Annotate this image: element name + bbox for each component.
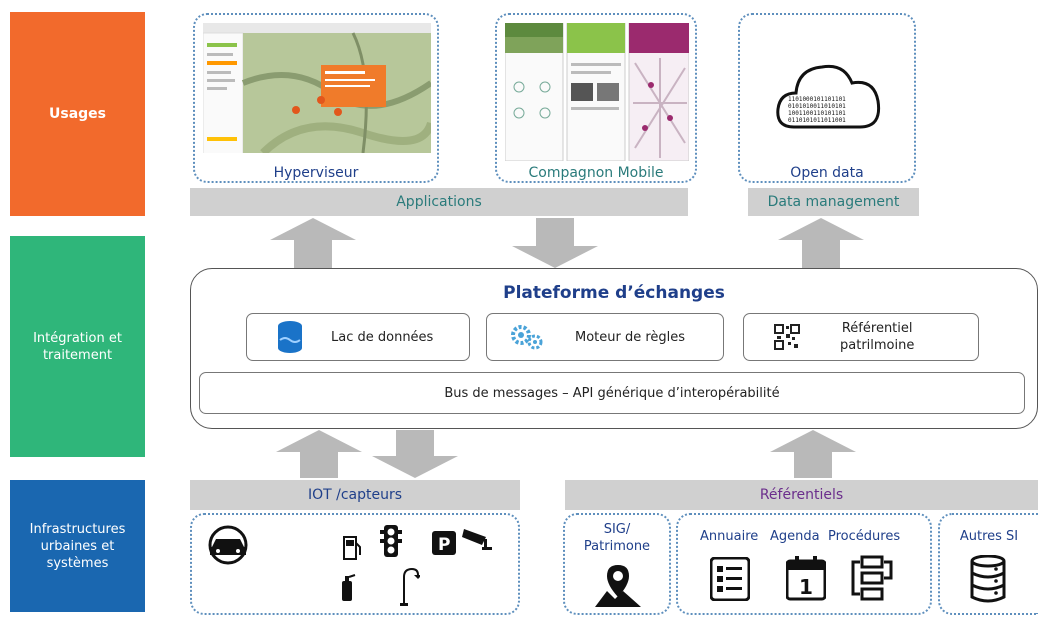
svg-text:0101010011010101: 0101010011010101 [788,103,846,110]
compagnon-mobile-screenshots [505,23,689,161]
bus-de-messages: Bus de messages – API générique d’intero… [199,372,1025,414]
hyperviseur-screenshot [203,23,431,163]
gears-icon [511,325,543,350]
arrow-down-iot [372,430,458,478]
iot-sensors-card: P [190,513,520,615]
sig-label: SIG/ Patrimone [583,522,651,554]
layer-integration: Intégration et traitement [10,236,145,457]
arrow-up-referentiels [770,430,856,478]
cloud-binary-icon: 1101000101101101 0101010011010101 100110… [776,64,881,129]
directory-list-icon [710,557,750,601]
referentiels-label: Référentiels [759,487,844,503]
sig-patrimone-card: SIG/ Patrimone [563,513,671,615]
autres-si-label: Autres SI [959,529,1019,544]
iot-capteurs-bar: IOT /capteurs [190,480,520,510]
map-pin-icon [595,565,641,607]
arrow-down-applications [512,218,598,268]
procedures-label: Procédures [828,529,901,544]
referentiel-label: Référentiel patrilmoine [840,321,915,353]
hyperviseur-card: Hyperviseur [193,13,439,183]
car-sensor-icon [208,525,248,565]
layer-infra-label: Infrastructures urbaines et systèmes [29,521,126,571]
module-moteur-de-regles: Moteur de règles [486,313,724,361]
compagnon-mobile-card: Compagnon Mobile [495,13,697,183]
layer-usages: Usages [10,12,145,216]
layer-infrastructures: Infrastructures urbaines et systèmes [10,480,145,612]
module-referentiel-patrimoine: Référentiel patrilmoine [743,313,979,361]
qr-code-icon [774,324,800,350]
lac-label: Lac de données [331,329,434,345]
open-data-caption: Open data [790,165,864,181]
calendar-day: 1 [799,575,813,599]
arrow-up-data-management [778,218,864,268]
data-management-label: Data management [767,194,900,210]
annuaire-label: Annuaire [700,529,759,544]
bus-label: Bus de messages – API générique d’intero… [444,385,780,401]
database-server-icon [970,555,1006,603]
agenda-label: Agenda [770,529,820,544]
fuel-pump-icon [343,536,361,560]
module-lac-de-donnees: Lac de données [246,313,470,361]
calendar-icon: 1 [786,556,826,601]
layer-usages-label: Usages [49,105,106,122]
fire-extinguisher-icon [342,574,356,601]
process-flow-icon [851,555,893,601]
applications-bar: Applications [190,188,688,216]
iot-label: IOT /capteurs [307,487,403,503]
street-lamp-icon [400,567,420,606]
layer-integration-label: Intégration et traitement [33,330,122,363]
svg-text:0110101011011001: 0110101011011001 [788,117,846,124]
annuaire-agenda-procedures-card: Annuaire Agenda Procédures 1 [676,513,932,615]
hyperviseur-caption: Hyperviseur [273,165,359,181]
database-icon [278,321,302,353]
arrow-up-iot [276,430,362,478]
cctv-camera-icon [462,529,492,550]
moteur-label: Moteur de règles [575,329,686,345]
compagnon-caption: Compagnon Mobile [528,165,664,181]
svg-text:1001100110101101: 1001100110101101 [788,110,846,117]
autres-si-card: Autres SI [938,513,1038,615]
svg-text:P: P [438,535,450,555]
svg-text:1101000101101101: 1101000101101101 [788,96,846,103]
traffic-light-icon [380,525,402,557]
platform-title: Plateforme d’échanges [503,283,725,303]
referentiels-bar: Référentiels [565,480,1038,510]
applications-label: Applications [396,194,482,210]
parking-icon: P [432,531,456,555]
data-management-bar: Data management [748,188,919,216]
arrow-up-applications [270,218,356,268]
open-data-card: 1101000101101101 0101010011010101 100110… [738,13,916,183]
